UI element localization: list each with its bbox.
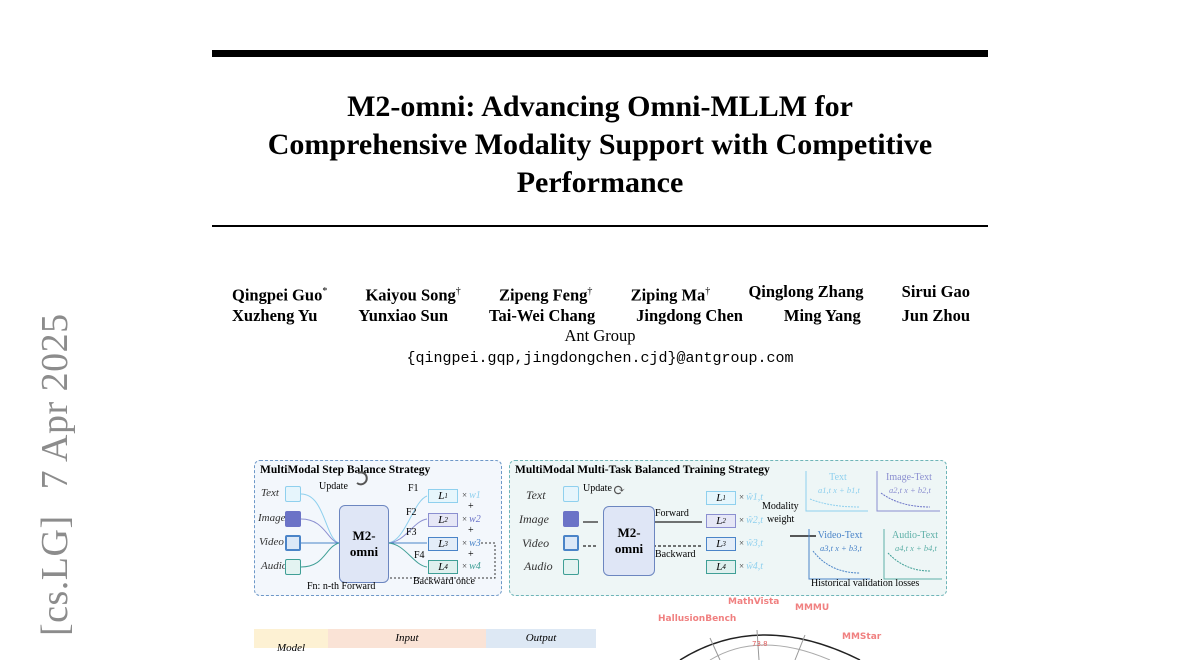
refresh-icon: ⟳ [613,483,626,499]
panel-title: MultiModal Step Balance Strategy [260,464,431,476]
backward-caption: Backward once [413,576,475,587]
validation-loss-plots [805,471,942,580]
paper-title: M2-omni: Advancing Omni-MLLM for Compreh… [212,88,988,202]
modality-weight-4: ×ŵ4,t [739,561,764,572]
author: Tai-Wei Chang [489,305,596,325]
m2-omni-model-box: M2-omni [603,506,655,576]
author: Ming Yang [783,305,861,325]
loss-plot-video-text: Video-Text a3,t x + b3,t [817,530,863,553]
m2-omni-model-box: M2-omni [339,505,389,583]
plus-sign: + [468,525,474,536]
author: Jingdong Chen [636,305,743,325]
modality-weight-1: ×ŵ1,t [739,492,764,503]
plus-sign: + [468,501,474,512]
arxiv-date: 7 Apr 2025 [34,313,76,490]
weight-w4: ×w4 [462,561,481,572]
radar-label-mmmu: MMMU [795,603,830,613]
document-icon [563,486,579,502]
title-line-1: M2-omni: Advancing Omni-MLLM for [347,90,853,123]
image-icon [563,511,579,527]
author: Jun Zhou [901,305,970,325]
affiliation: Ant Group [564,326,636,345]
modality-label-audio: Audio [524,559,553,573]
step-balance-connectors [300,471,496,579]
forward-caption: Fn: n-th Forward [307,581,376,592]
title-bottom-rule [212,225,988,227]
modality-label-text: Text [261,487,279,499]
author-row-1: Qingpei Guo* Kaiyou Song† Zipeng Feng† Z… [212,282,988,306]
plus-sign: + [468,549,474,560]
author: Xuzheng Yu [232,305,318,325]
modality-label-audio: Audio [261,560,288,572]
backward-label: Backward [655,549,696,560]
forward-label: Forward [655,508,689,519]
modality-label-video: Video [522,536,550,550]
table-header-input: Input [328,629,486,648]
forward-label-f2: F2 [406,507,417,518]
step-balance-panel: MultiModal Step Balance Strategy Text Im… [254,460,502,596]
multitask-balance-panel: MultiModal Multi-Task Balanced Training … [509,460,947,596]
modality-weight-label-2: weight [767,514,795,525]
modality-label-image: Image [519,512,549,526]
video-icon [563,535,579,551]
weight-w2: ×w2 [462,514,481,525]
forward-label-f1: F1 [408,483,419,494]
radar-label-mmstar: MMStar [842,632,882,642]
modality-weight-3: ×ŵ3,t [739,538,764,549]
title-top-rule [212,50,988,57]
audio-file-icon [285,559,301,575]
video-icon [285,535,301,551]
update-label: Update [583,483,612,494]
title-line-2: Comprehensive Modality Support with Comp… [267,128,933,161]
weight-w3: ×w3 [462,538,481,549]
forward-label-f3: F3 [406,527,417,538]
plots-caption: Historical validation losses [811,578,920,589]
author: Yunxiao Sun [358,305,449,325]
weight-w1: ×w1 [462,490,481,501]
document-icon [285,486,301,502]
forward-label-f4: F4 [414,550,425,561]
arxiv-stamp: [cs.LG] 7 Apr 2025 [33,313,77,636]
author: Qinglong Zhang [748,282,864,301]
loss-plot-text: Text a1,t x + b1,t [818,472,860,495]
author: Qingpei Guo* [232,285,328,305]
panel-title: MultiModal Multi-Task Balanced Training … [515,464,770,476]
modality-label-image: Image [258,512,286,524]
audio-file-icon [563,559,579,575]
author: Kaiyou Song† [365,285,461,305]
radar-inner-ring [709,644,831,660]
arxiv-category: [cs.LG] [34,515,76,636]
author: Sirui Gao [901,282,970,301]
author-list: Qingpei Guo* Kaiyou Song† Zipeng Feng† Z… [212,282,988,326]
author: Ziping Ma† [630,285,711,305]
radar-label-hallusionbench: HallusionBench [658,614,737,624]
modality-weight-label-1: Modality [762,501,799,512]
loss-plot-audio-text: Audio-Text a4,t x + b4,t [892,530,938,553]
loss-plot-image-text: Image-Text a2,t x + b2,t [886,472,932,495]
update-label: Update [319,481,348,492]
author: Zipeng Feng† [498,285,593,305]
radar-label-mathvista: MathVista [728,597,780,607]
modality-label-video: Video [259,536,284,548]
radar-tick-value: 73.8 [752,640,768,648]
radar-chart [679,629,861,660]
contact-email[interactable]: {qingpei.gqp,jingdongchen.cjd}@antgroup.… [406,350,794,367]
table-header-output: Output [486,629,596,648]
author-row-2: Xuzheng Yu Yunxiao Sun Tai-Wei Chang Jin… [212,306,988,326]
multitask-connectors [583,471,942,580]
title-line-3: Performance [516,166,684,199]
modality-label-text: Text [526,488,546,502]
modality-weight-2: ×ŵ2,t [739,515,764,526]
image-icon [285,511,301,527]
table-header-model: Model [254,629,328,654]
